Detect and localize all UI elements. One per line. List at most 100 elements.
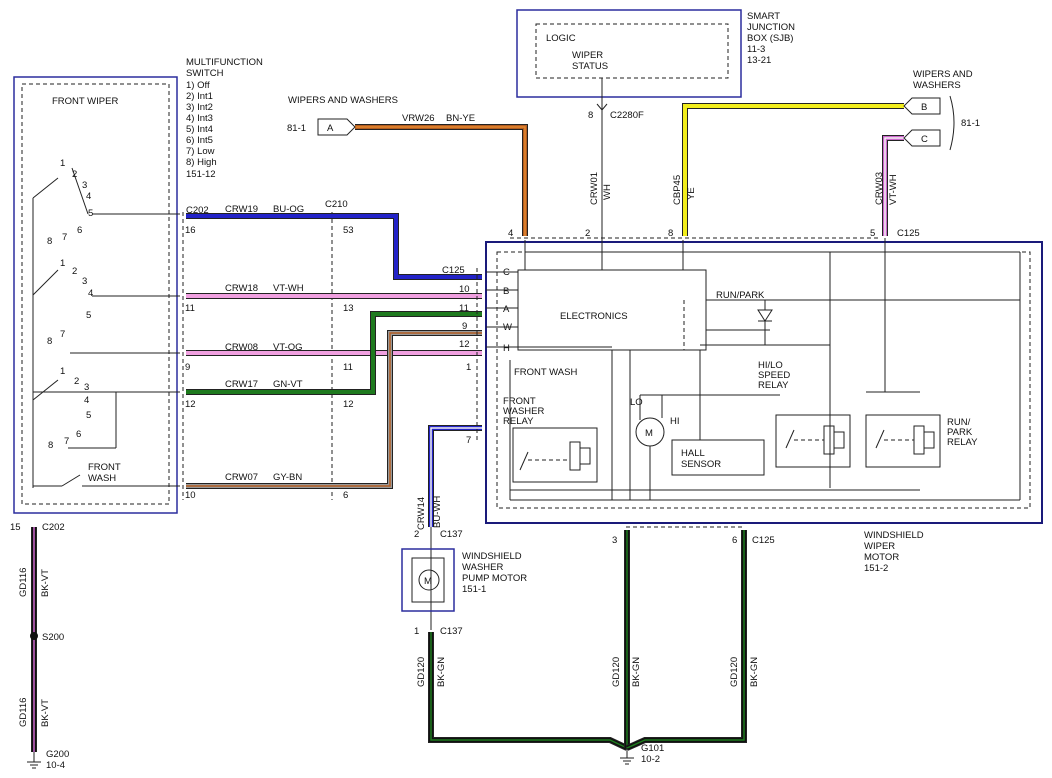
fwr-label-line2: WASHER <box>503 406 544 417</box>
wire-gd116-bottom-circuit: GD116 <box>18 698 29 727</box>
mfs-deck1-wiper <box>32 177 59 199</box>
hilo-label-line2: SPEED <box>758 370 790 381</box>
hi-lo-speed-relay: HI/LO SPEED RELAY <box>758 360 851 468</box>
mfs-position-1: 1) Off <box>186 80 210 91</box>
sjb-status-line1: WIPER <box>572 50 603 61</box>
mfs-title-line2: SWITCH <box>186 68 224 79</box>
g101-ground-icon <box>620 748 634 765</box>
hilo-label-line3: RELAY <box>758 380 789 391</box>
wire-vrw26-circuit: VRW26 <box>402 113 435 124</box>
wire-gd120-right-circuit: GD120 <box>729 657 740 687</box>
mfs-switch-deck-1: 1 2 3 4 5 6 7 8 <box>32 158 93 488</box>
motor-m-label: M <box>645 428 653 439</box>
ww-right-ref: 81-1 <box>961 118 980 129</box>
ww-right-label-line2: WASHERS <box>913 80 961 91</box>
wire-gd120-right <box>626 530 746 750</box>
pump-title-line1: WINDSHIELD <box>462 551 522 562</box>
motor-terminal-a: A <box>503 304 510 315</box>
wire-gd120-pump-circuit: GD120 <box>416 657 427 687</box>
wire-crw03-circuit: CRW03 <box>874 172 885 205</box>
wire-crw18-circuit: CRW18 <box>225 283 258 294</box>
c202-pin-10: 10 <box>185 490 196 501</box>
mfs-contact-3c: 3 <box>84 382 89 393</box>
wire-crw07-circuit: CRW07 <box>225 472 258 483</box>
s200-label: S200 <box>42 632 64 643</box>
c210-pin-11: 11 <box>343 362 353 373</box>
mfs-contact-2c: 2 <box>74 376 79 387</box>
c202-pin-15: 15 <box>10 522 21 533</box>
mfs-position-7: 7) Low <box>186 146 215 157</box>
wire-cbp45-color: YE <box>686 187 697 200</box>
electronics-label: ELECTRONICS <box>560 311 628 322</box>
mfs-contact-8c: 8 <box>48 440 53 451</box>
wire-cbp45-circuit: CBP45 <box>672 175 683 205</box>
hall-sensor-box <box>671 439 765 476</box>
s200-splice-dot <box>30 632 38 640</box>
mfs-deck3-wiper <box>32 379 59 401</box>
mfs-deck2-wiper <box>32 269 59 296</box>
mfs-frame <box>13 76 178 514</box>
mfs-contact-6a: 6 <box>77 225 82 236</box>
c137-top-label: C137 <box>440 529 463 540</box>
sjb-title-line3: BOX (SJB) <box>747 33 793 44</box>
hall-sensor: HALL SENSOR <box>671 439 765 476</box>
hilo-box <box>775 414 851 468</box>
sjb-title-line4: 11-3 <box>747 44 765 55</box>
front-washer-relay: FRONT WASHER RELAY <box>503 396 598 483</box>
c202-pin-12: 12 <box>185 399 196 410</box>
c202-ground-label: C202 <box>42 522 65 533</box>
motor-lo-label: LO <box>630 397 643 408</box>
mfs-switch-deck-3: 1 2 3 4 5 6 7 8 <box>32 366 117 451</box>
sjb-title-line2: JUNCTION <box>747 22 795 33</box>
wiper-motor-title-line2: WIPER <box>864 541 895 552</box>
ww-left-terminal-flag <box>317 118 356 136</box>
mfs-contact-7c: 7 <box>64 436 69 447</box>
mfs-position-2: 2) Int1 <box>186 91 213 102</box>
c210-pin-12: 12 <box>343 399 354 410</box>
wire-crw14-color: BU-WH <box>432 496 443 528</box>
c125-left-pin-7: 7 <box>466 435 471 446</box>
mfs-position-4: 4) Int3 <box>186 113 213 124</box>
wiper-motor-title-line3: MOTOR <box>864 552 899 563</box>
wire-crw07-stripe <box>186 332 482 487</box>
wire-cbp45 <box>683 104 904 236</box>
wire-crw19 <box>186 214 482 279</box>
rpr-label-line2: PARK <box>947 427 973 438</box>
mfs-switch-deck-2: 1 2 3 4 5 7 8 <box>32 258 93 347</box>
fwr-coil-suppressor <box>579 447 591 465</box>
wire-cbp45-outline <box>682 103 904 236</box>
pump-frame <box>401 548 455 612</box>
wire-crw03-color: VT-WH <box>888 174 899 205</box>
mfs-inner-box <box>21 83 170 505</box>
pump-motor-circle <box>418 569 440 591</box>
sjb-frame <box>516 9 742 98</box>
mfs-position-5: 5) Int4 <box>186 124 213 135</box>
sjb-title-line1: SMART <box>747 11 780 22</box>
c125-top-pin-5: 5 <box>870 228 875 239</box>
mfs-contact-6c: 6 <box>76 429 81 440</box>
ww-left-label: WIPERS AND WASHERS <box>288 95 398 106</box>
wire-gd120-right-outline <box>625 530 747 751</box>
wire-crw01-color: WH <box>602 184 613 200</box>
mfs-front-wash-line2: WASH <box>88 473 116 484</box>
mfs-contact-4c: 4 <box>84 395 89 406</box>
fwr-contact <box>519 451 529 471</box>
c202-pin-16: 16 <box>185 225 196 236</box>
c125-left-pin-1: 1 <box>466 362 471 373</box>
c125-left-pin-12: 12 <box>459 339 470 350</box>
hilo-label-line1: HI/LO <box>758 360 783 371</box>
front-wash-label: FRONT WASH <box>514 367 577 378</box>
c210-label: C210 <box>325 199 348 210</box>
run-park-label: RUN/PARK <box>716 290 765 301</box>
motor-terminal-b: B <box>503 286 509 297</box>
c125-top-label: C125 <box>897 228 920 239</box>
c125-left-pin-11: 11 <box>459 303 469 314</box>
c137-bottom-pin-1: 1 <box>414 626 419 637</box>
rpr-label-line1: RUN/ <box>947 417 971 428</box>
run-park-diode <box>757 309 773 322</box>
wire-crw03-stripe <box>884 137 904 236</box>
c125-bottom-pin-6: 6 <box>732 535 737 546</box>
smart-junction-box: LOGIC WIPER STATUS SMART JUNCTION BOX (S… <box>516 9 795 240</box>
c125-left-pin-10: 10 <box>459 284 470 295</box>
